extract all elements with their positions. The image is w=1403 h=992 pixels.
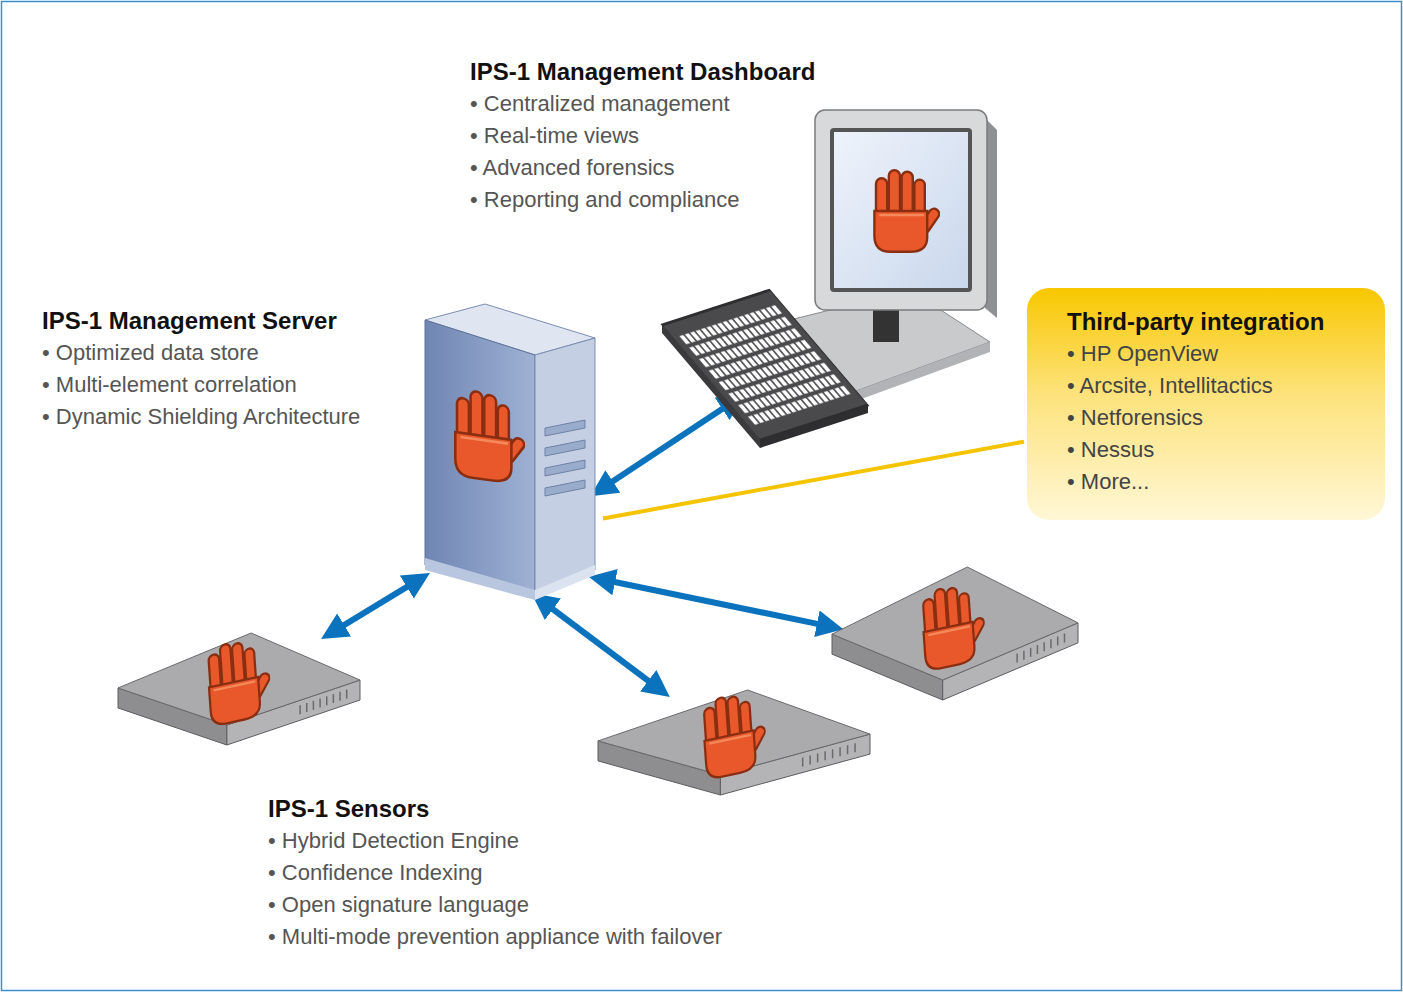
node-heading: IPS-1 Management Server <box>42 305 360 337</box>
bullet-item: • Advanced forensics <box>470 152 815 184</box>
bullet-item: • Nessus <box>1067 434 1324 466</box>
bullet-item: • Multi-mode prevention appliance with f… <box>268 921 722 953</box>
integration-box: Third-party integration• HP OpenView• Ar… <box>1027 288 1385 520</box>
device-illustration <box>598 690 870 795</box>
bullet-item: • Netforensics <box>1067 402 1324 434</box>
bullet-item: • Arcsite, Intellitactics <box>1067 370 1324 402</box>
data-arrow <box>549 606 653 684</box>
bullet-item: • Multi-element correlation <box>42 369 360 401</box>
hand-icon <box>455 389 526 486</box>
device-illustration <box>832 567 1078 700</box>
hand-icon <box>921 580 989 671</box>
text-block: IPS-1 Management Dashboard• Centralized … <box>470 56 815 216</box>
integration-link <box>603 442 1024 519</box>
dashboard-monitor: IPS-1 Management Dashboard• Centralized … <box>735 110 990 440</box>
device-illustration <box>118 633 360 745</box>
bullet-item: • Reporting and compliance <box>470 184 815 216</box>
bullet-item: • Centralized management <box>470 88 815 120</box>
hand-icon <box>874 170 941 252</box>
device-illustration <box>420 300 600 600</box>
node-heading: IPS-1 Management Dashboard <box>470 56 815 88</box>
node-heading: Third-party integration <box>1067 306 1324 338</box>
bullet-item: • More... <box>1067 466 1324 498</box>
device-illustration <box>735 110 990 440</box>
text-block: Third-party integration• HP OpenView• Ar… <box>1067 306 1324 498</box>
bullet-item: • Hybrid Detection Engine <box>268 825 722 857</box>
node-heading: IPS-1 Sensors <box>268 793 722 825</box>
bullet-item: • Optimized data store <box>42 337 360 369</box>
bullet-item: • Real-time views <box>470 120 815 152</box>
bullet-item: • HP OpenView <box>1067 338 1324 370</box>
bullet-item: • Confidence Indexing <box>268 857 722 889</box>
data-arrow <box>610 581 822 625</box>
server-tower: IPS-1 Management Server• Optimized data … <box>420 300 600 600</box>
text-block: IPS-1 Management Server• Optimized data … <box>42 305 360 433</box>
sensor-appliance: IPS-1 Sensors• Hybrid Detection Engine• … <box>598 690 870 795</box>
bullet-item: • Open signature language <box>268 889 722 921</box>
sensor-appliance <box>832 567 1078 700</box>
data-arrow <box>340 584 412 628</box>
text-block: IPS-1 Sensors• Hybrid Detection Engine• … <box>268 793 722 953</box>
bullet-item: • Dynamic Shielding Architecture <box>42 401 360 433</box>
hand-icon <box>702 689 770 780</box>
data-arrow <box>608 406 726 484</box>
hand-icon <box>206 635 274 726</box>
sensor-appliance <box>118 633 360 745</box>
